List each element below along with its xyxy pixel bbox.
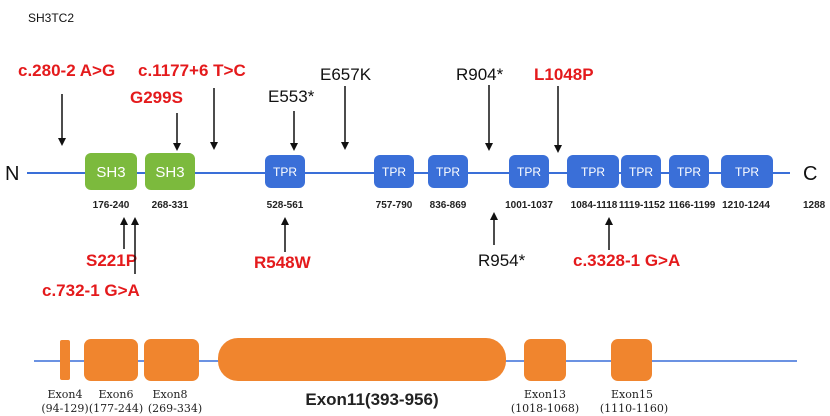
exon-range: (177-244) <box>89 402 143 415</box>
domain-range: 1166-1199 <box>669 200 716 211</box>
domain-range: 268-331 <box>152 200 189 211</box>
exon-range: (94-129) <box>41 402 88 415</box>
exon-name: Exon11(393-956) <box>305 390 438 409</box>
mutation-label: c.280-2 A>G <box>18 61 115 80</box>
domain-tpr-6: TPR 1119-1152 <box>619 155 666 211</box>
domain-tpr-1: TPR 528-561 <box>265 155 305 211</box>
domain-tpr-4: TPR 1001-1037 <box>505 155 553 211</box>
exon-range: (1110-1160) <box>600 402 668 415</box>
domain-range: 528-561 <box>267 200 304 211</box>
domain-label: TPR <box>677 165 701 179</box>
domain-range: 1084-1118 <box>571 200 618 211</box>
domain-label: TPR <box>629 165 653 179</box>
domain-tpr-8: TPR 1210-1244 <box>721 155 773 211</box>
mutation-label: E657K <box>320 65 372 84</box>
mutation-label: R548W <box>254 253 312 272</box>
domain-tpr-2: TPR 757-790 <box>374 155 414 211</box>
domain-range: 1119-1152 <box>619 200 666 211</box>
exon-15: Exon15 (1110-1160) <box>600 339 668 415</box>
exon-13: Exon13 (1018-1068) <box>511 339 579 415</box>
diagram-title: SH3TC2 <box>28 11 74 25</box>
mutation-label: R904* <box>456 65 504 84</box>
domain-group: SH3 176-240 SH3 268-331 TPR 528-561 TPR … <box>85 153 826 211</box>
domain-range: 836-869 <box>430 200 467 211</box>
mutation-label: c.732-1 G>A <box>42 281 140 300</box>
exon-name: Exon4 <box>48 388 83 401</box>
mutation-label: E553* <box>268 87 315 106</box>
domain-label: TPR <box>382 165 406 179</box>
exon-structure: Exon4 (94-129) Exon6 (177-244) Exon8 (26… <box>34 338 797 415</box>
mutation-label: c.1177+6 T>C <box>138 61 246 80</box>
exon-4: Exon4 (94-129) <box>41 340 89 415</box>
domain-label: TPR <box>517 165 541 179</box>
protein-end-position: 1288 <box>803 200 826 211</box>
mutation-label: R954* <box>478 251 526 270</box>
exon-name: Exon15 <box>611 388 653 401</box>
n-terminal-label: N <box>5 163 19 185</box>
mutations-below: S221P c.732-1 G>A R548W R954* c.3328-1 G… <box>42 212 680 300</box>
exon-8: Exon8 (269-334) <box>144 339 202 415</box>
mutation-label: S221P <box>86 251 137 270</box>
exon-name: Exon8 <box>153 388 188 401</box>
domain-range: 176-240 <box>93 200 130 211</box>
exon-range: (1018-1068) <box>511 402 579 415</box>
domain-range: 1210-1244 <box>722 200 770 211</box>
mutation-label: G299S <box>130 88 183 107</box>
exon-11: Exon11(393-956) <box>218 338 506 409</box>
domain-label: SH3 <box>96 164 125 181</box>
exon-name: Exon6 <box>99 388 134 401</box>
domain-sh3-1: SH3 176-240 <box>85 153 137 211</box>
domain-tpr-5: TPR 1084-1118 <box>567 155 619 211</box>
domain-tpr-7: TPR 1166-1199 <box>669 155 716 211</box>
exon-6: Exon6 (177-244) <box>84 339 143 415</box>
domain-range: 757-790 <box>376 200 413 211</box>
domain-label: TPR <box>581 165 605 179</box>
domain-tpr-3: TPR 836-869 <box>428 155 468 211</box>
domain-label: SH3 <box>155 164 184 181</box>
exon-range: (269-334) <box>148 402 202 415</box>
domain-label: TPR <box>735 165 759 179</box>
exon-name: Exon13 <box>524 388 566 401</box>
c-terminal-label: C <box>803 163 817 185</box>
domain-label: TPR <box>273 165 297 179</box>
domain-range: 1001-1037 <box>505 200 553 211</box>
domain-sh3-2: SH3 268-331 <box>145 153 195 211</box>
mutations-above: c.280-2 A>G G299S c.1177+6 T>C E553* E65… <box>18 61 594 153</box>
mutation-label: c.3328-1 G>A <box>573 251 680 270</box>
mutation-label: L1048P <box>534 65 594 84</box>
domain-label: TPR <box>436 165 460 179</box>
